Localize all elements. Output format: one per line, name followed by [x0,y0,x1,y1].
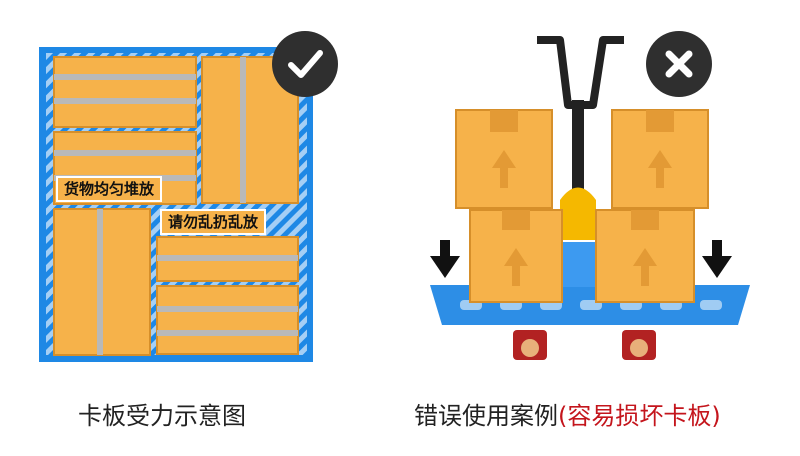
x-badge [646,31,712,97]
pallet-top-view [39,47,313,362]
left-figure: 货物均匀堆放 请勿乱扔乱放 [0,0,400,380]
right-figure [400,0,800,380]
label-even-stacking: 货物均匀堆放 [56,176,163,202]
box-right-bottom [595,209,695,303]
pallet-box-top-left [53,56,197,128]
jack-wheel-left [513,330,547,360]
caption-right: 错误使用案例(容易损坏卡板) [414,396,721,431]
pallet-box-bottom-left-tall [53,208,151,356]
box-right-top [611,109,709,209]
jack-wheel-right [622,330,656,360]
caption-right-main: 错误使用案例 [414,402,558,430]
check-icon [288,50,323,78]
down-arrow-icon [702,240,732,278]
down-arrow-icon [430,240,460,278]
box-left-bottom [469,209,563,303]
pallet-jack-illustration [430,36,750,360]
caption-right-note: (容易损坏卡板) [558,402,721,430]
x-icon [665,50,693,78]
pallet-box-bottom-right-lower [156,285,299,355]
box-left-top [455,109,553,209]
check-badge [272,31,338,97]
label-no-random-dropping: 请勿乱扔乱放 [160,209,267,235]
caption-left: 卡板受力示意图 [78,402,246,430]
pallet-box-bottom-right-upper [156,236,299,282]
